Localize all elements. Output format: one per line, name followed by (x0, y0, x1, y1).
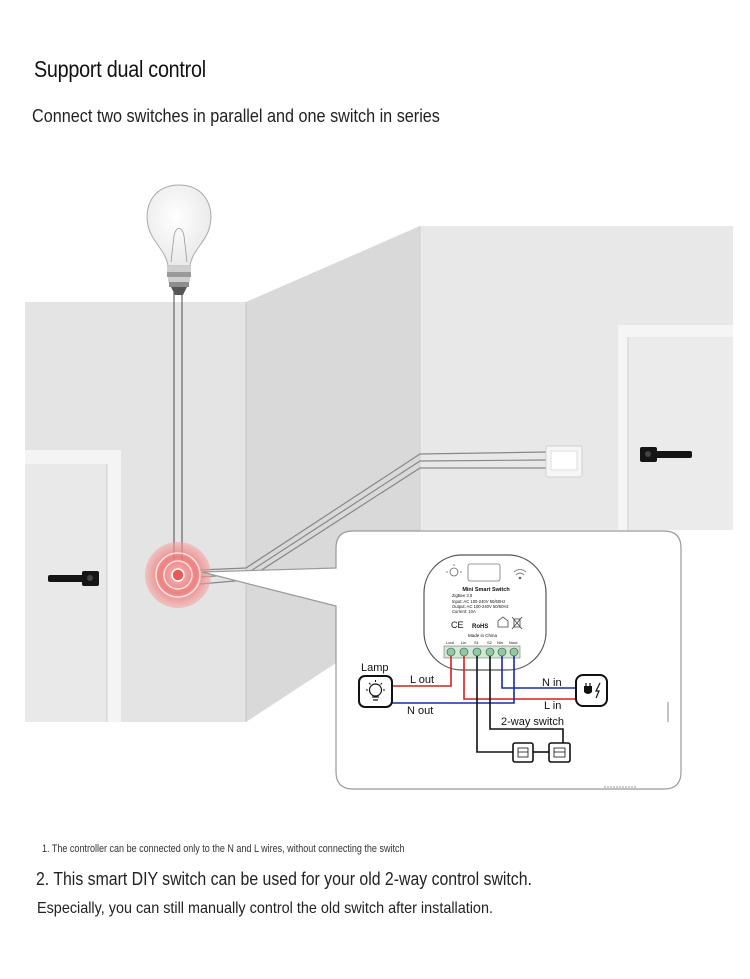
terminal-screws (446, 647, 519, 657)
l-out-label: L out (410, 674, 434, 686)
device-spec-4: Current: 10A (452, 609, 476, 614)
rohs-mark: RoHS (472, 624, 488, 630)
terminal-label-nout: Nout (509, 640, 518, 645)
right-door-handle[interactable] (640, 447, 692, 462)
note-controller-wiring: 1. The controller can be connected only … (42, 843, 405, 855)
device-spec-3: Output: AC 100-240V 50/60Hz (452, 604, 509, 609)
controller-location-glow (145, 542, 211, 608)
two-way-switch-icon-left (512, 742, 534, 763)
weee-bin-icon (511, 616, 523, 630)
l-in-label: L in (544, 700, 561, 712)
terminal-label-lout: Lout (446, 640, 455, 645)
reset-button-icon (446, 564, 462, 577)
terminal-label-lin: Lin (461, 640, 466, 645)
house-icon (497, 616, 509, 628)
smart-switch-module: Mini Smart Switch ZigBee 3.0 Input: AC 1… (423, 554, 547, 671)
right-door (618, 325, 733, 530)
light-bulb-icon (146, 184, 212, 295)
wall-switch[interactable] (545, 445, 583, 478)
terminal-label-s1: S1 (474, 640, 480, 645)
terminal-label-s2: S2 (487, 640, 493, 645)
n-out-label: N out (407, 705, 433, 717)
circuit-wires (392, 656, 576, 753)
left-door (25, 450, 121, 722)
lamp-label: Lamp (361, 662, 389, 674)
note-manual-control: Especially, you can still manually contr… (37, 900, 493, 917)
device-spec-2: Input: AC 100-240V 50/60Hz (452, 599, 505, 604)
made-in-label: Made in China (468, 633, 498, 638)
page-title: Support dual control (34, 56, 206, 82)
device-spec-1: ZigBee 3.0 (452, 593, 473, 598)
two-way-switch-label: 2-way switch (501, 716, 564, 728)
n-in-label: N in (542, 677, 562, 689)
lamp-icon (358, 675, 393, 708)
ce-mark: CE (451, 620, 464, 630)
device-name: Mini Smart Switch (462, 587, 510, 593)
left-door-handle[interactable] (48, 571, 99, 586)
wifi-icon (513, 569, 527, 580)
note-diy-switch: 2. This smart DIY switch can be used for… (36, 869, 532, 889)
ceiling-wires (173, 292, 183, 560)
two-way-switch-icon-right (548, 742, 571, 763)
power-plug-icon (575, 674, 608, 707)
page-subtitle: Connect two switches in parallel and one… (32, 106, 440, 126)
terminal-label-nin: Nin (497, 640, 503, 645)
